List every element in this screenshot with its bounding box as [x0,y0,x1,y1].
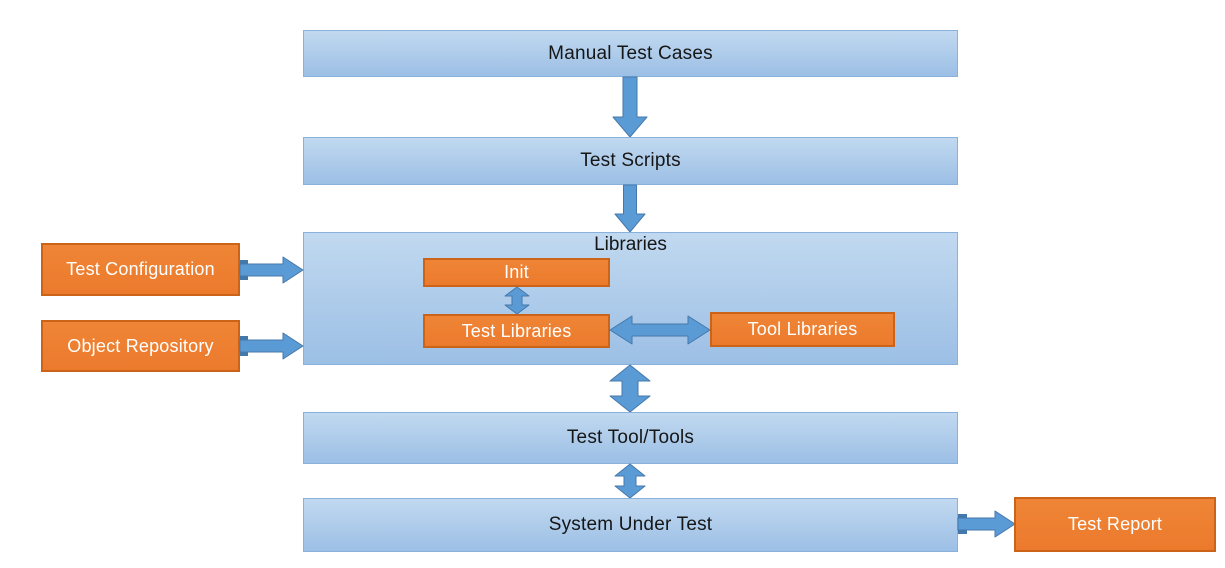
node-init: Init [423,258,610,287]
node-tool-libraries: Tool Libraries [710,312,895,347]
node-test-tool: Test Tool/Tools [303,412,958,464]
node-manual-test-cases: Manual Test Cases [303,30,958,77]
arrow-test-configuration-to-libraries [239,256,304,284]
arrow-object-repository-to-libraries [239,332,304,360]
node-test-configuration: Test Configuration [41,243,240,296]
arrow-system-under-test-to-test-report [957,510,1016,538]
arrow-libraries-test-tool-double [609,364,651,413]
node-test-libraries: Test Libraries [423,314,610,348]
arrow-manual-test-cases-to-test-scripts [612,76,648,138]
node-test-scripts: Test Scripts [303,137,958,185]
arrow-test-tool-system-under-test-double [614,463,646,499]
node-test-report: Test Report [1014,497,1216,552]
arrow-init-test-libraries-double [504,286,530,315]
node-object-repository: Object Repository [41,320,240,372]
arrow-test-libraries-tool-libraries-double [609,315,711,345]
node-system-under-test: System Under Test [303,498,958,552]
arrow-test-scripts-to-libraries [614,184,646,233]
